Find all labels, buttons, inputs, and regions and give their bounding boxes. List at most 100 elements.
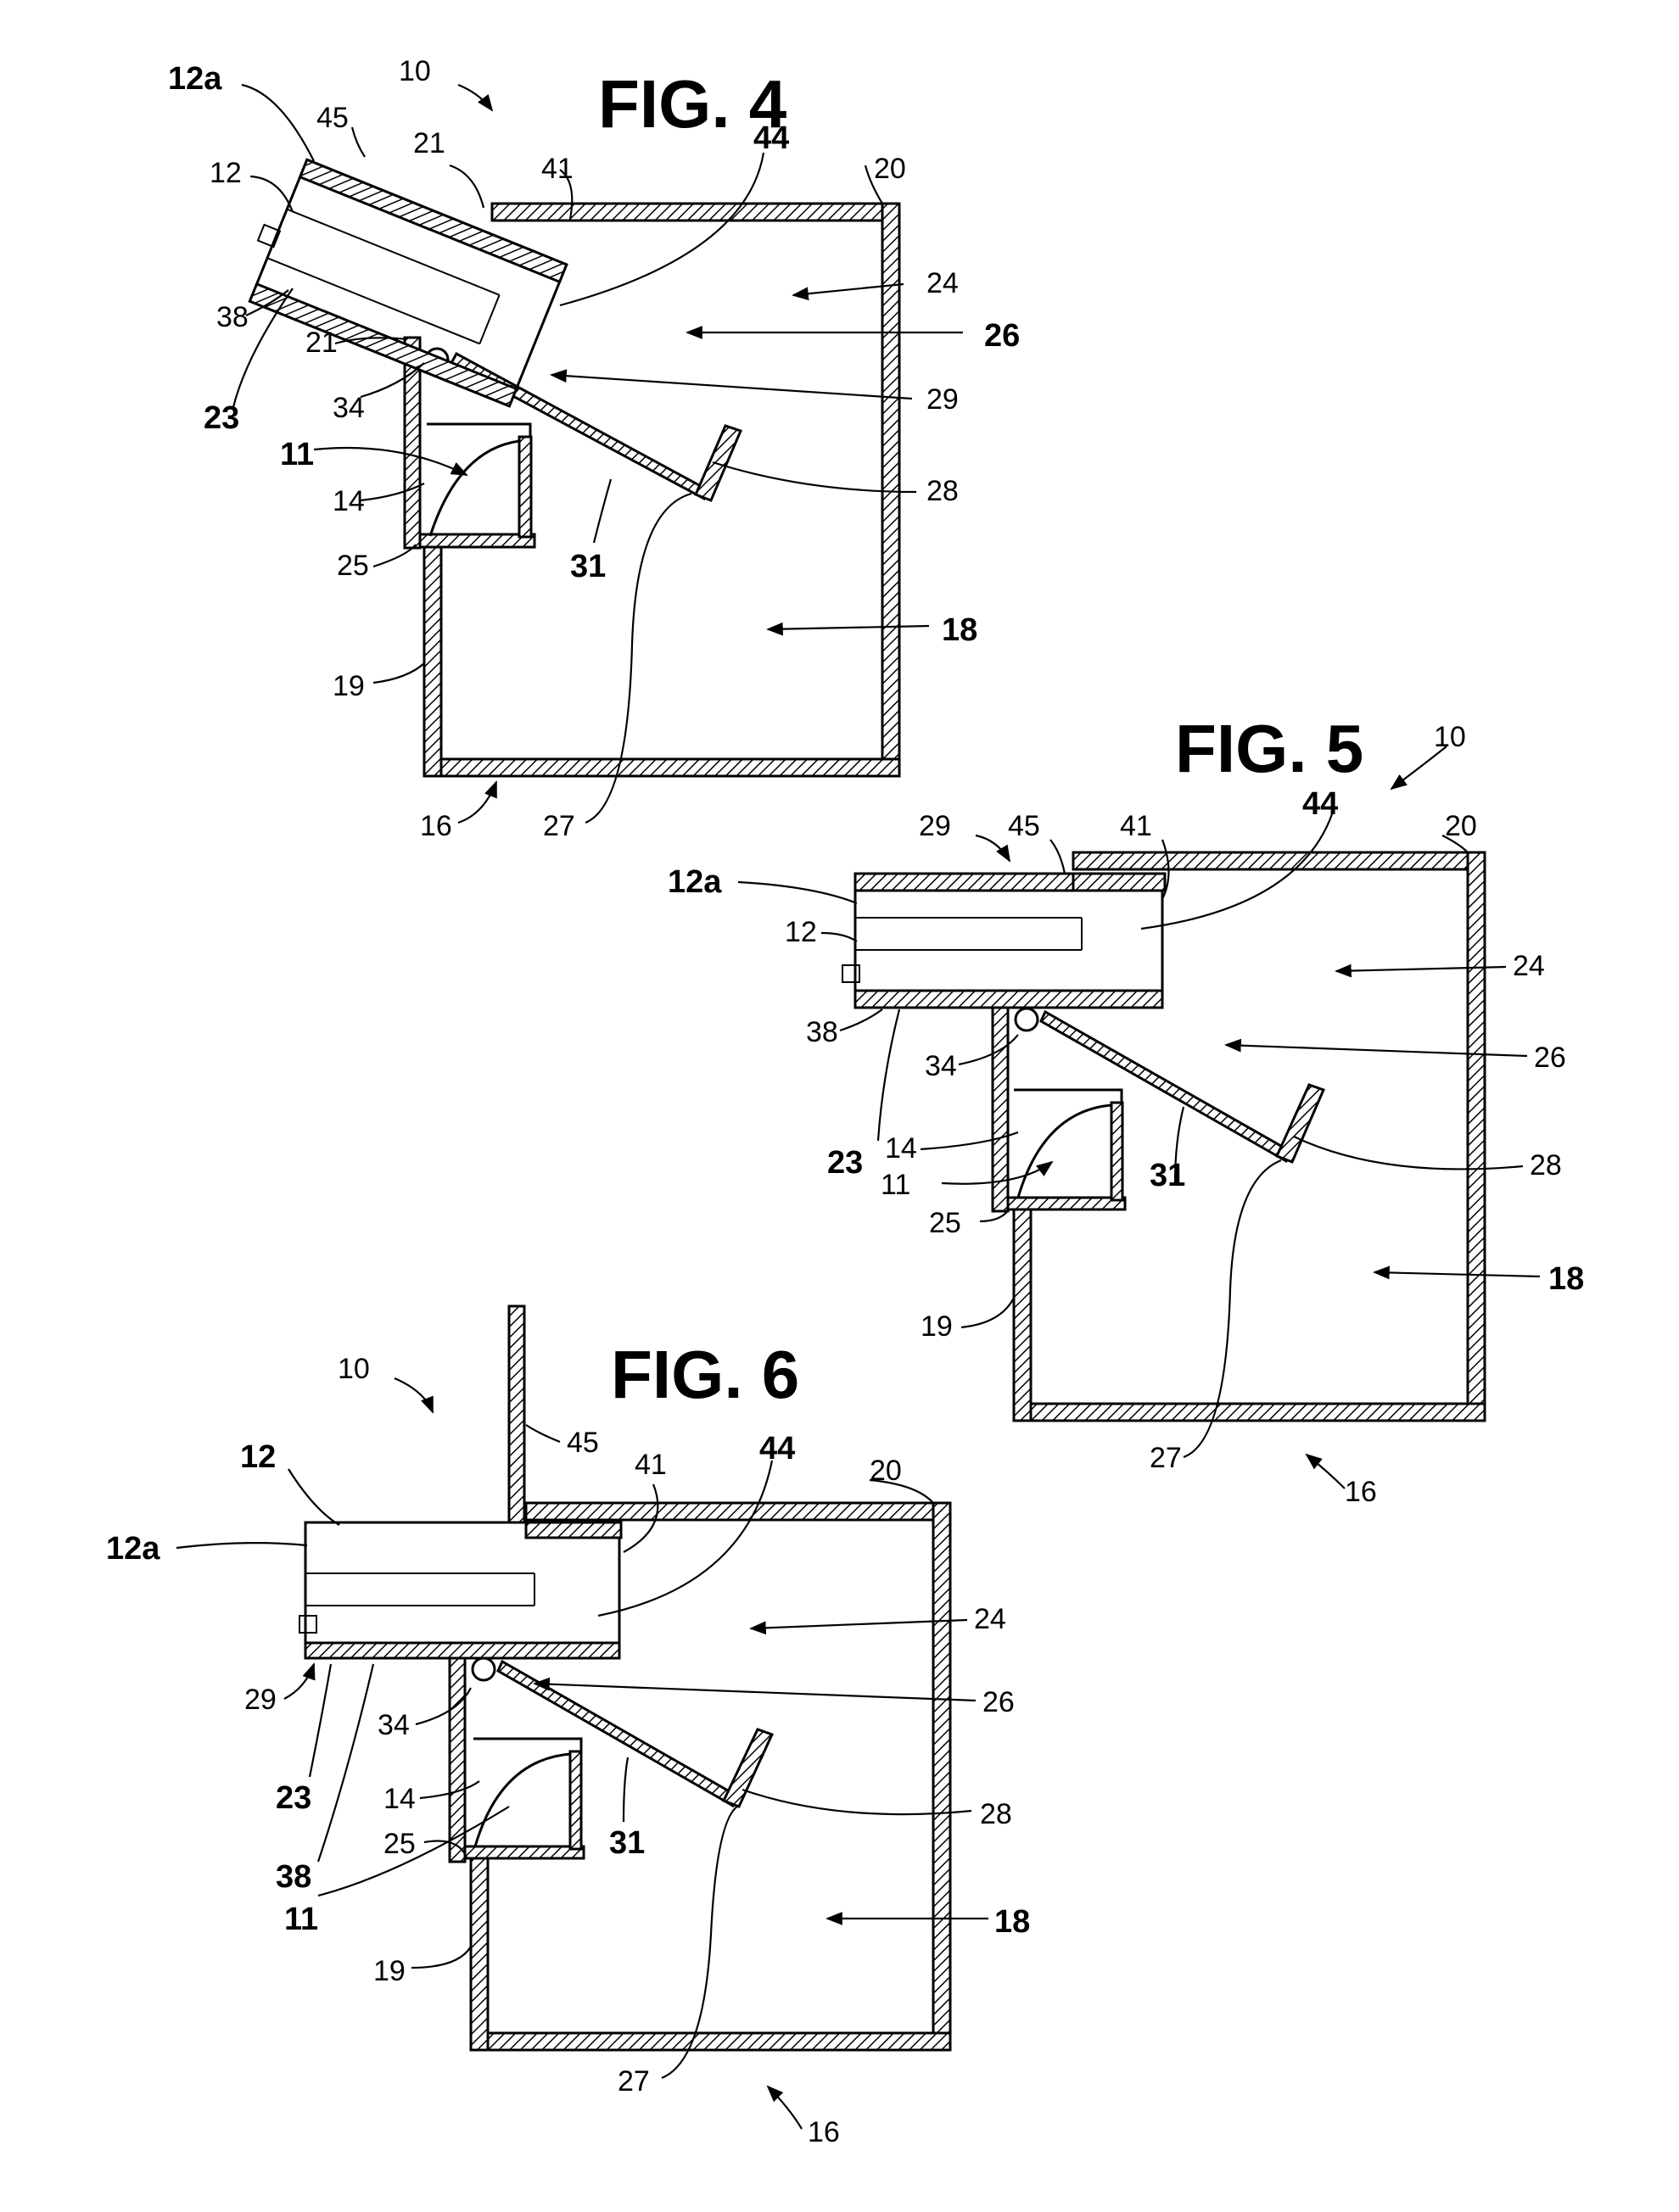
fig5-label-20: 20 <box>1445 810 1477 842</box>
fig6-bottom-wall <box>471 2033 950 2050</box>
fig5-right-wall <box>1468 852 1485 1421</box>
fig6-left-lower-wall <box>471 1853 488 2050</box>
fig6-label-25: 25 <box>383 1828 416 1860</box>
fig6-right-wall <box>933 1503 950 2050</box>
fig5-label-16: 16 <box>1345 1476 1377 1508</box>
fig4-bin-floor <box>420 534 534 547</box>
fig6-label-27: 27 <box>618 2065 650 2097</box>
fig5-label-14: 14 <box>885 1132 917 1165</box>
fig5-lead-44 <box>1141 814 1332 929</box>
fig4-label-24: 24 <box>926 267 959 299</box>
fig6-left-upper-wall <box>450 1654 465 1862</box>
fig5-bottom-wall <box>1014 1404 1485 1421</box>
fig4-arrow-16 <box>458 782 496 823</box>
fig4-label-41: 41 <box>541 153 574 185</box>
fig4-arrow-10 <box>458 85 492 110</box>
fig4-label-21a: 21 <box>413 127 445 159</box>
fig6-arrow-10 <box>395 1378 433 1412</box>
fig5-lead-38 <box>840 1009 882 1031</box>
fig5-lead-23 <box>878 1009 899 1141</box>
fig5-flap-tip <box>1277 1085 1324 1162</box>
fig6-label-24: 24 <box>974 1603 1006 1635</box>
fig4-label-10: 10 <box>399 55 431 87</box>
fig6-label-20: 20 <box>870 1455 902 1487</box>
fig4-bin-lip <box>519 437 531 537</box>
fig6-lead-44 <box>598 1461 772 1616</box>
fig5-lead-12 <box>821 933 857 941</box>
fig5-label-28: 28 <box>1530 1149 1562 1181</box>
fig4-label-20: 20 <box>874 153 906 185</box>
fig6-lead-31 <box>624 1757 628 1822</box>
fig6-cartridge <box>305 1522 619 1658</box>
fig4-label-25: 25 <box>337 550 369 582</box>
fig5-label-11: 11 <box>881 1169 910 1201</box>
fig4-label-12a: 12a <box>168 61 222 97</box>
fig5-cartridge-bottom <box>855 991 1162 1008</box>
fig6-lead-12 <box>288 1469 339 1525</box>
fig4-label-38: 38 <box>216 301 249 333</box>
fig5-bin-lip <box>1111 1103 1122 1200</box>
fig4-arrow-11 <box>314 448 467 475</box>
fig6-label-11: 11 <box>284 1902 318 1937</box>
fig5-lead-28 <box>1294 1137 1523 1169</box>
fig6-lead-19 <box>411 1947 471 1968</box>
figure-6: FIG. 6 <box>106 1306 1030 2148</box>
fig5-flap <box>1041 1012 1291 1161</box>
fig5-label-10: 10 <box>1434 721 1466 753</box>
fig5-lead-19 <box>961 1298 1014 1327</box>
fig5-label-24: 24 <box>1513 950 1545 982</box>
fig5-label-41: 41 <box>1120 810 1152 842</box>
fig5-bin <box>1008 1090 1122 1209</box>
fig4-label-16: 16 <box>420 810 452 842</box>
fig4-label-21b: 21 <box>305 327 338 359</box>
fig5-label-31: 31 <box>1150 1158 1185 1193</box>
fig6-arrow-26 <box>534 1684 976 1701</box>
fig6-label-44: 44 <box>759 1431 795 1466</box>
fig5-label-12a: 12a <box>668 864 722 900</box>
fig5-label-29: 29 <box>919 810 951 842</box>
fig6-label-10: 10 <box>338 1353 370 1385</box>
fig5-label-34: 34 <box>925 1050 957 1082</box>
fig6-label-12a: 12a <box>106 1531 160 1567</box>
fig6-door <box>509 1306 524 1528</box>
fig6-label-45: 45 <box>567 1427 599 1459</box>
fig4-lead-31 <box>594 479 611 543</box>
fig4-label-11: 11 <box>280 437 314 472</box>
fig5-label-23: 23 <box>827 1145 863 1181</box>
fig5-label-26: 26 <box>1534 1042 1566 1074</box>
fig4-lead-21a <box>450 165 484 208</box>
fig6-cartridge-bottom <box>305 1643 619 1658</box>
fig6-flap <box>498 1662 738 1806</box>
fig6-label-26: 26 <box>982 1686 1015 1718</box>
fig4-bottom-wall <box>424 759 899 776</box>
fig6-bin-lip <box>570 1751 581 1849</box>
fig5-bin-floor <box>1008 1198 1125 1209</box>
fig5-label-18: 18 <box>1548 1261 1584 1297</box>
fig5-label-19: 19 <box>921 1310 953 1343</box>
fig5-pivot <box>1016 1008 1038 1031</box>
fig4-label-31: 31 <box>570 549 606 584</box>
fig4-label-19: 19 <box>333 670 365 702</box>
fig5-label-12: 12 <box>785 916 817 948</box>
fig6-flap-tip <box>724 1729 772 1807</box>
fig5-label-45: 45 <box>1008 810 1040 842</box>
fig6-lead-12a <box>176 1543 307 1548</box>
fig5-arrow-16 <box>1307 1455 1345 1489</box>
fig4-left-lower-wall <box>424 543 441 776</box>
fig6-label-23: 23 <box>276 1780 311 1816</box>
fig5-cartridge <box>855 874 1162 1008</box>
fig6-label-34: 34 <box>378 1709 410 1741</box>
fig4-lead-19 <box>373 663 424 683</box>
fig6-label-31: 31 <box>609 1825 645 1861</box>
fig6-pivot <box>473 1658 495 1680</box>
fig4-label-14: 14 <box>333 485 365 517</box>
fig4-label-34: 34 <box>333 392 365 424</box>
fig6-top-wall <box>526 1503 950 1520</box>
fig4-top-wall <box>492 204 899 221</box>
fig6-lead-23 <box>310 1664 331 1777</box>
fig4-label-12: 12 <box>210 157 242 189</box>
fig4-flap <box>451 354 708 499</box>
fig4-label-26: 26 <box>984 318 1020 354</box>
